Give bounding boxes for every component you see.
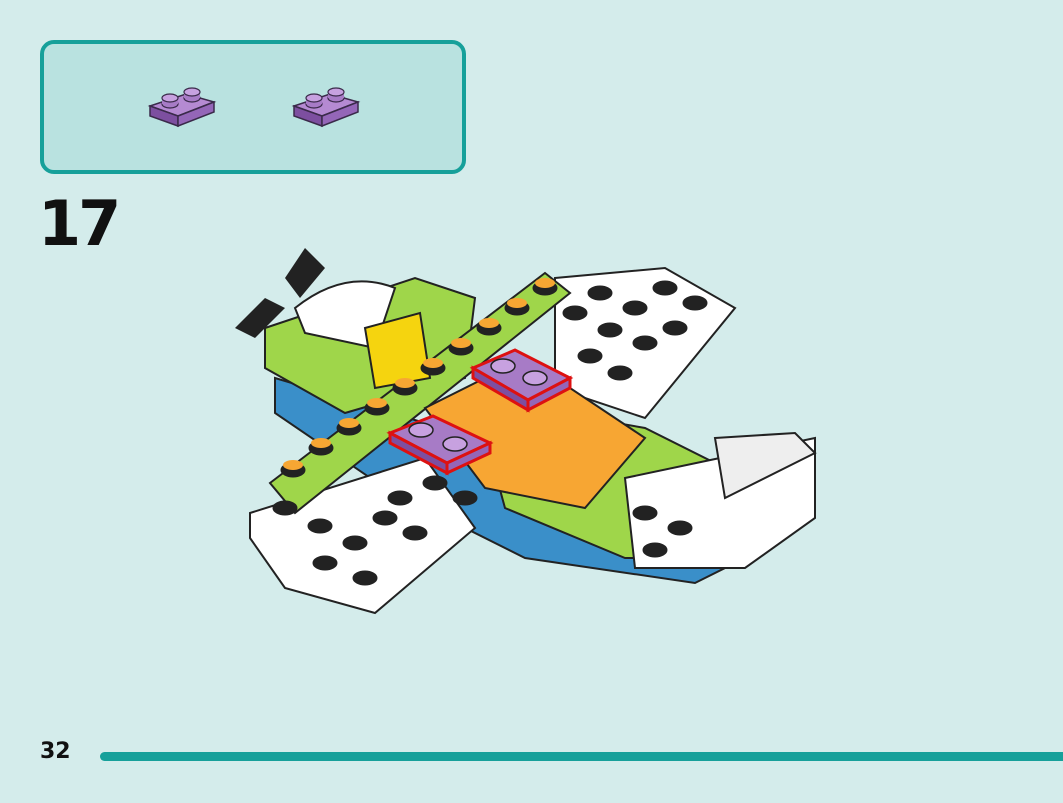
- parts-needed-box: [40, 40, 466, 174]
- step-number: 17: [38, 187, 121, 260]
- airplane-model-illustration: [235, 248, 817, 615]
- page-number: 32: [40, 739, 71, 764]
- purple-1x2-plate-icon: [291, 87, 361, 128]
- new-purple-plate: [386, 414, 494, 476]
- new-purple-plate: [469, 348, 574, 413]
- footer-progress-bar: [100, 752, 1063, 761]
- purple-1x2-plate-icon: [147, 87, 217, 128]
